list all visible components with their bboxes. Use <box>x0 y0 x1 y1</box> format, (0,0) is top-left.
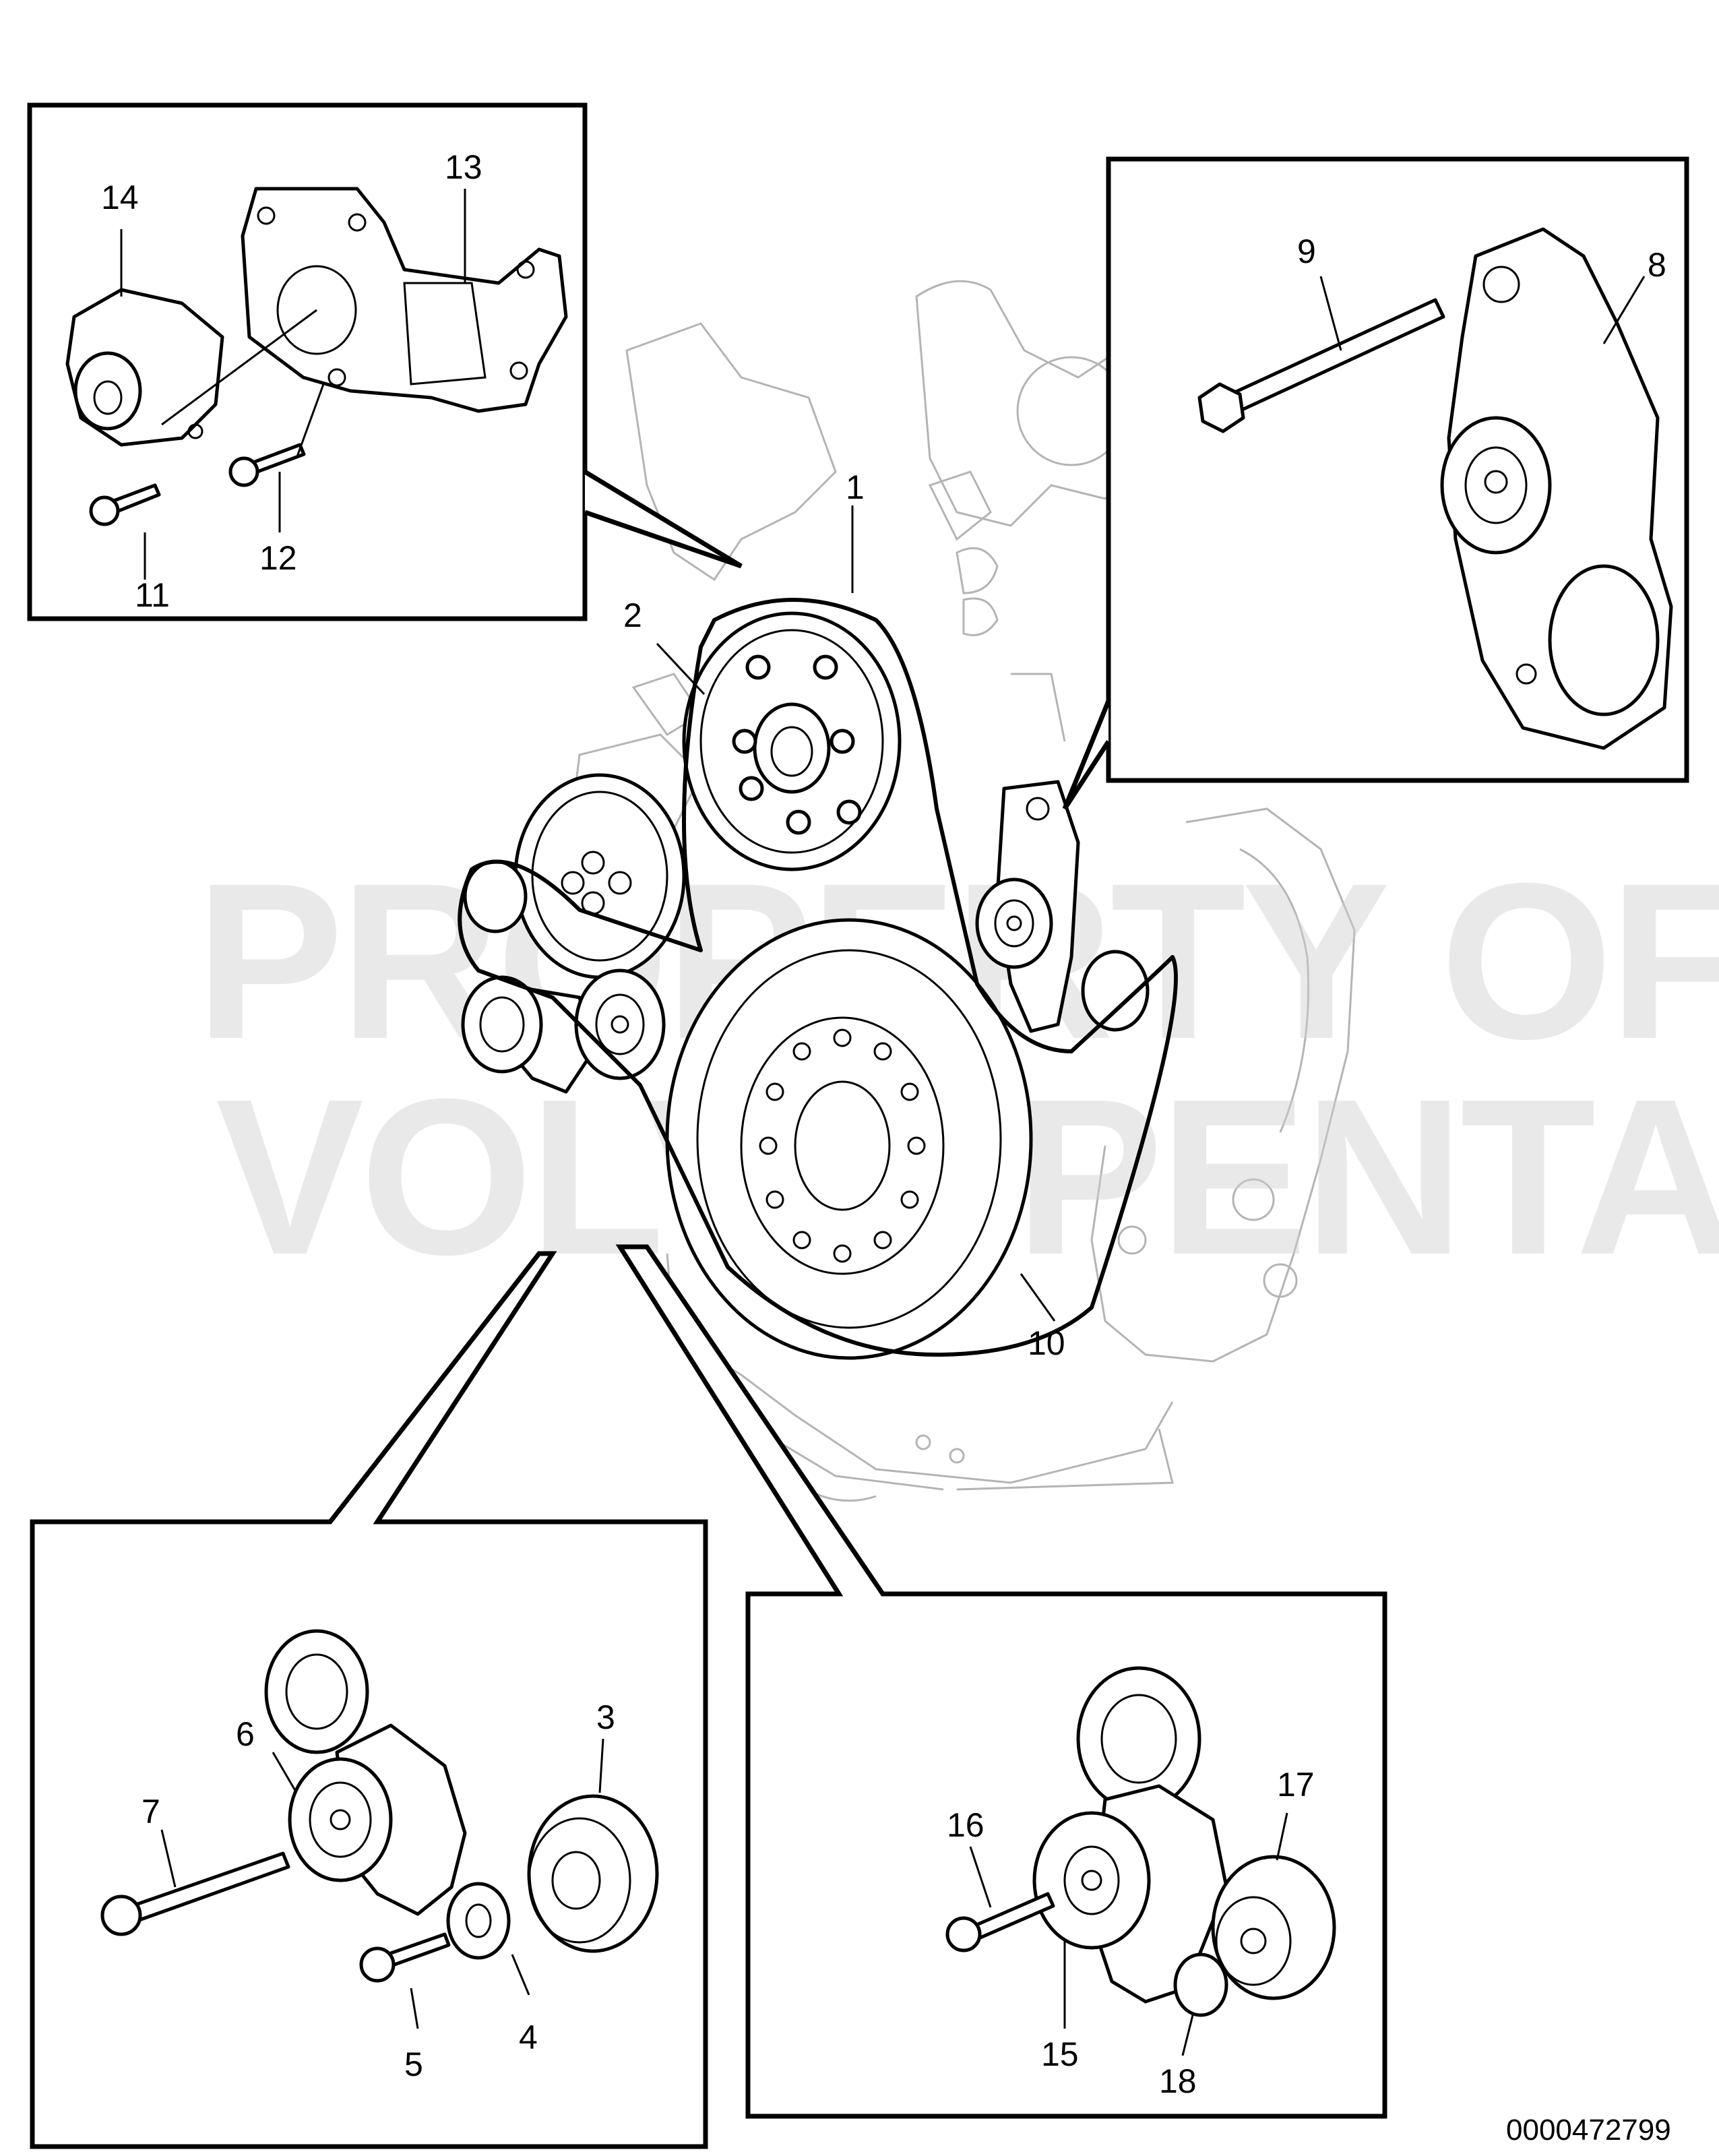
inset-bottom-left: 7 6 3 5 4 <box>30 1251 708 2149</box>
callout-16: 16 <box>947 1806 984 1844</box>
inset-top-right: 9 8 <box>1062 156 1689 810</box>
tensioner-part-8 <box>1440 227 1673 750</box>
bolt-part-11 <box>89 483 161 526</box>
callout-17: 17 <box>1277 1766 1315 1804</box>
callout-14: 14 <box>101 179 139 216</box>
bolt-part-5 <box>359 1932 451 1983</box>
left-idler-pulley <box>574 968 666 1080</box>
right-tensioner <box>975 780 1150 1033</box>
cap-part-18 <box>1173 1952 1228 2017</box>
callout-3: 3 <box>596 1698 615 1736</box>
inset-bottom-right: 16 17 15 18 <box>615 1244 1387 2119</box>
callout-12: 12 <box>259 539 297 577</box>
callout-2: 2 <box>623 596 642 634</box>
callout-10: 10 <box>1028 1324 1065 1362</box>
callout-18: 18 <box>1159 2062 1197 2100</box>
tensioner-part-6 <box>264 1629 467 1916</box>
pulley-part-17 <box>1211 1855 1336 2000</box>
callout-9: 9 <box>1297 233 1316 270</box>
callout-7: 7 <box>142 1793 160 1830</box>
bolt-part-12 <box>228 443 306 487</box>
callout-13: 13 <box>445 148 482 186</box>
callout-4: 4 <box>519 2019 538 2056</box>
hub-part <box>65 288 224 447</box>
main-belt-assembly <box>458 598 1178 1360</box>
callout-6: 6 <box>236 1715 255 1753</box>
document-number: 0000472799 <box>1506 2114 1671 2147</box>
bolt-part-9 <box>1197 298 1445 433</box>
bracket-plate <box>241 187 568 413</box>
washer-part-4 <box>446 1882 511 1960</box>
left-tensioner <box>461 975 595 1094</box>
upper-pulley <box>682 611 902 871</box>
callout-11: 11 <box>135 576 170 614</box>
pulley-part-3 <box>527 1794 659 1953</box>
inset-top-left: 14 13 11 12 <box>27 102 743 621</box>
bolt-part-7 <box>100 1851 290 1936</box>
callout-8: 8 <box>1648 246 1666 284</box>
drive-belt <box>458 598 1178 1357</box>
tensioner-part-15 <box>1032 1666 1228 2004</box>
callout-15: 15 <box>1041 2035 1079 2073</box>
callout-1: 1 <box>846 468 865 506</box>
small-left-pulley <box>463 859 528 933</box>
callout-5: 5 <box>404 2045 423 2083</box>
bolt-part-16 <box>945 1892 1055 1952</box>
